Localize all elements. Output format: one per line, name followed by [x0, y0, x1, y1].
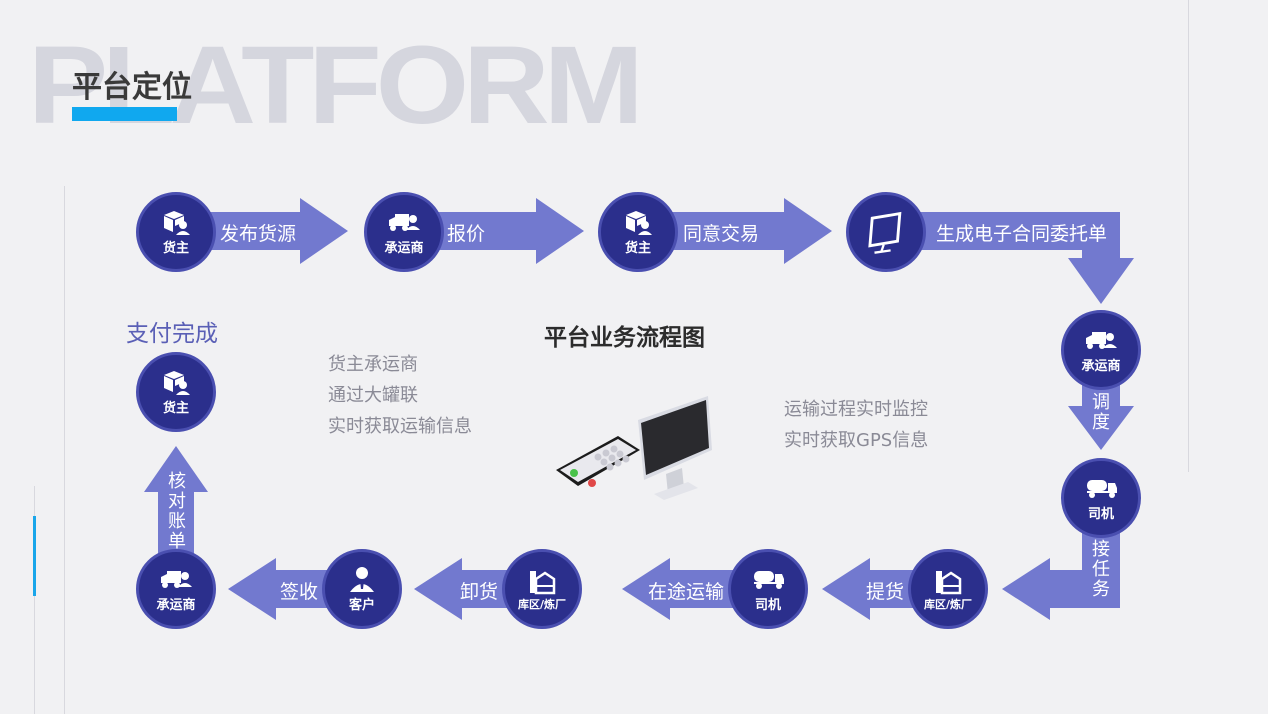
arrow-accept — [1002, 528, 1120, 620]
note-line: 实时获取GPS信息 — [784, 430, 929, 451]
divider-right — [1188, 0, 1189, 472]
background-word: PLATFORM — [28, 23, 644, 147]
arrow-quote — [428, 198, 584, 264]
arrow-transit — [622, 558, 760, 620]
title-underline — [72, 107, 177, 121]
accent-bar — [33, 516, 36, 596]
node-label: 司机 — [1087, 507, 1114, 522]
note-line: 通过大罐联 — [328, 385, 418, 406]
node-label: 货主 — [162, 401, 189, 416]
arrow-dispatch — [1068, 380, 1134, 450]
page-title: 平台定位 — [72, 70, 192, 105]
truck-person-icon — [1086, 332, 1117, 349]
node-driver-1: 司机 — [1061, 458, 1141, 538]
refinery-icon — [530, 570, 556, 594]
monitor-device-icon — [638, 396, 712, 500]
truck-person-icon — [389, 214, 420, 231]
node-label: 承运商 — [384, 241, 424, 256]
step-sign: 签收 — [280, 581, 319, 603]
tanker-truck-icon — [754, 571, 784, 589]
step-agree: 同意交易 — [683, 223, 760, 245]
note-right: 运输过程实时监控 实时获取GPS信息 — [784, 394, 928, 456]
node-shipper-1: 货主 — [136, 192, 216, 272]
refinery-icon — [936, 570, 962, 594]
node-carrier-1: 承运商 — [364, 192, 444, 272]
step-unload: 卸货 — [460, 581, 499, 603]
note-line: 实时获取运输信息 — [328, 416, 472, 437]
step-quote: 报价 — [447, 223, 486, 245]
node-label: 库区/炼厂 — [517, 597, 567, 611]
step-publish: 发布货源 — [220, 223, 297, 245]
node-label: 库区/炼厂 — [923, 597, 973, 611]
node-label: 货主 — [624, 241, 651, 256]
phone-icon — [556, 436, 640, 487]
diagram-title: 平台业务流程图 — [544, 325, 705, 351]
node-label: 客户 — [348, 598, 375, 613]
node-customer: 客户 — [322, 549, 402, 629]
step-reconcile: 核对账单 — [168, 471, 186, 552]
node-label: 司机 — [754, 598, 781, 613]
node-depot-2: 库区/炼厂 — [502, 549, 582, 629]
divider-left-2 — [34, 486, 35, 714]
divider-left — [64, 186, 65, 714]
arrow-sign — [228, 558, 340, 620]
step-accept: 接任务 — [1092, 539, 1110, 600]
box-person-icon — [626, 211, 652, 235]
note-line: 运输过程实时监控 — [784, 399, 928, 420]
node-depot-1: 库区/炼厂 — [908, 549, 988, 629]
step-dispatch: 调度 — [1092, 392, 1110, 433]
arrow-contract — [912, 212, 1134, 304]
payment-complete-label: 支付完成 — [126, 321, 218, 347]
customer-icon — [350, 567, 374, 592]
arrow-agree — [664, 198, 832, 264]
note-line: 货主承运商 — [328, 354, 418, 375]
node-label: 承运商 — [1081, 359, 1121, 374]
node-carrier-2: 承运商 — [1061, 310, 1141, 390]
node-carrier-3: 承运商 — [136, 549, 216, 629]
node-contract — [846, 192, 926, 272]
step-pickup: 提货 — [866, 581, 905, 603]
arrow-publish — [200, 198, 348, 264]
node-shipper-3: 货主 — [136, 352, 216, 432]
tanker-truck-icon — [1087, 480, 1117, 498]
step-contract: 生成电子合同委托单 — [936, 223, 1108, 245]
box-person-icon — [164, 211, 190, 235]
devices-illustration — [556, 396, 712, 500]
step-transit: 在途运输 — [648, 581, 725, 603]
arrow-pickup — [822, 558, 920, 620]
node-label: 货主 — [162, 241, 189, 256]
arrow-reconcile — [144, 446, 208, 560]
box-person-icon — [164, 371, 190, 395]
node-label: 承运商 — [156, 598, 196, 613]
node-shipper-2: 货主 — [598, 192, 678, 272]
node-driver-2: 司机 — [728, 549, 808, 629]
monitor-icon — [868, 211, 902, 254]
arrow-unload — [414, 558, 530, 620]
truck-person-icon — [161, 571, 192, 588]
note-left: 货主承运商 通过大罐联 实时获取运输信息 — [328, 349, 472, 442]
